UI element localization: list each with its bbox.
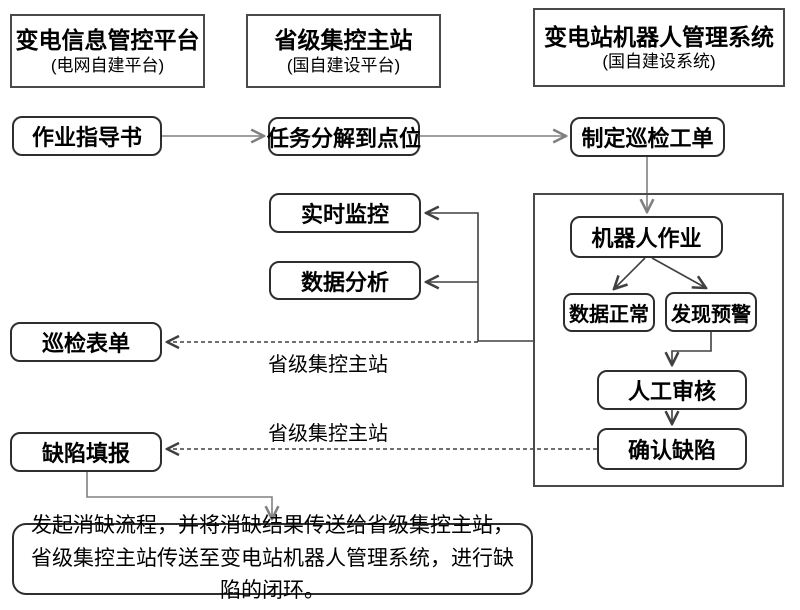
node-label: 实时监控 (300, 202, 389, 227)
node-defect-report: 缺陷填报 (10, 432, 162, 472)
node-data-analysis: 数据分析 (269, 261, 421, 300)
node-task-decompose: 任务分解到点位 (267, 117, 422, 156)
node-robot-work: 机器人作业 (570, 216, 723, 258)
header-substation-info-platform: 变电信息管控平台 (电网自建平台) (10, 14, 205, 88)
header-title: 变电信息管控平台 (15, 27, 200, 53)
header-title: 变电站机器人管理系统 (544, 23, 774, 50)
node-create-inspection-order: 制定巡检工单 (570, 117, 725, 157)
node-label: 人工审核 (627, 379, 716, 404)
header-title: 省级集控主站 (274, 27, 413, 53)
node-inspection-form: 巡检表单 (10, 322, 162, 362)
node-label: 发现预警 (671, 303, 751, 326)
node-label: 确认缺陷 (627, 438, 716, 463)
node-confirm-defect: 确认缺陷 (597, 428, 747, 470)
node-label: 数据正常 (569, 304, 649, 326)
closure-note: 发起消缺流程，并将消缺结果传送给省级集控主站，省级集控主站传送至变电站机器人管理… (12, 514, 533, 602)
header-subtitle: (国自建设系统) (602, 52, 716, 72)
node-label: 作业指导书 (31, 125, 142, 150)
node-manual-review: 人工审核 (597, 370, 747, 410)
header-subtitle: (电网自建平台) (50, 55, 165, 75)
header-subtitle: (国自建设平台) (286, 55, 401, 75)
closure-note-text: 发起消缺流程，并将消缺结果传送给省级集控主站，省级集控主站传送至变电站机器人管理… (31, 514, 514, 603)
node-work-guide: 作业指导书 (12, 116, 162, 156)
edge-label-provincial-station-1: 省级集控主站 (268, 354, 388, 376)
node-label: 制定巡检工单 (581, 126, 714, 151)
header-robot-management-system: 变电站机器人管理系统 (国自建设系统) (533, 8, 785, 87)
node-label: 任务分解到点位 (267, 125, 422, 151)
edge-frame-to-realtimemonitor (426, 213, 533, 342)
node-realtime-monitor: 实时监控 (269, 193, 421, 233)
edge-label-provincial-station-2: 省级集控主站 (268, 423, 388, 445)
node-alarm-found: 发现预警 (665, 292, 757, 332)
node-label: 数据分析 (300, 269, 389, 295)
robot-system-frame (533, 193, 784, 487)
node-label: 机器人作业 (591, 226, 702, 251)
node-data-normal: 数据正常 (563, 293, 655, 332)
header-provincial-master-station: 省级集控主站 (国自建设平台) (246, 14, 441, 88)
node-label: 缺陷填报 (41, 441, 130, 466)
node-label: 巡检表单 (41, 331, 130, 356)
